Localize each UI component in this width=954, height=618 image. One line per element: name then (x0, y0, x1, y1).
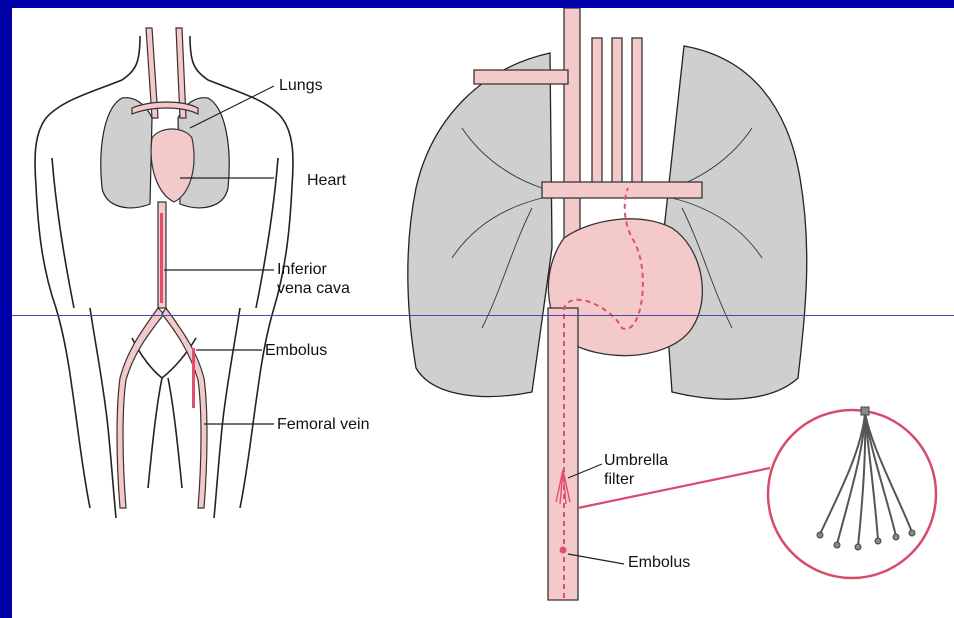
label-umbrella-filter-line2: filter (604, 470, 634, 489)
label-femoral-vein: Femoral vein (277, 415, 369, 434)
diagram-illustration (12, 8, 954, 618)
label-lungs: Lungs (279, 76, 323, 95)
label-inferior-vena-cava-line1: Inferior (277, 260, 327, 279)
label-umbrella-filter-line1: Umbrella (604, 451, 668, 470)
label-embolus-left: Embolus (265, 341, 327, 360)
label-heart: Heart (307, 171, 346, 190)
right-embolus-dot (560, 547, 567, 554)
label-inferior-vena-cava-line2: vena cava (277, 279, 350, 298)
diagram-panel: Lungs Heart Inferior vena cava Embolus F… (12, 8, 954, 618)
label-embolus-right: Embolus (628, 553, 690, 572)
magnifier-callout (768, 407, 936, 578)
horizontal-guide-line (12, 315, 954, 316)
